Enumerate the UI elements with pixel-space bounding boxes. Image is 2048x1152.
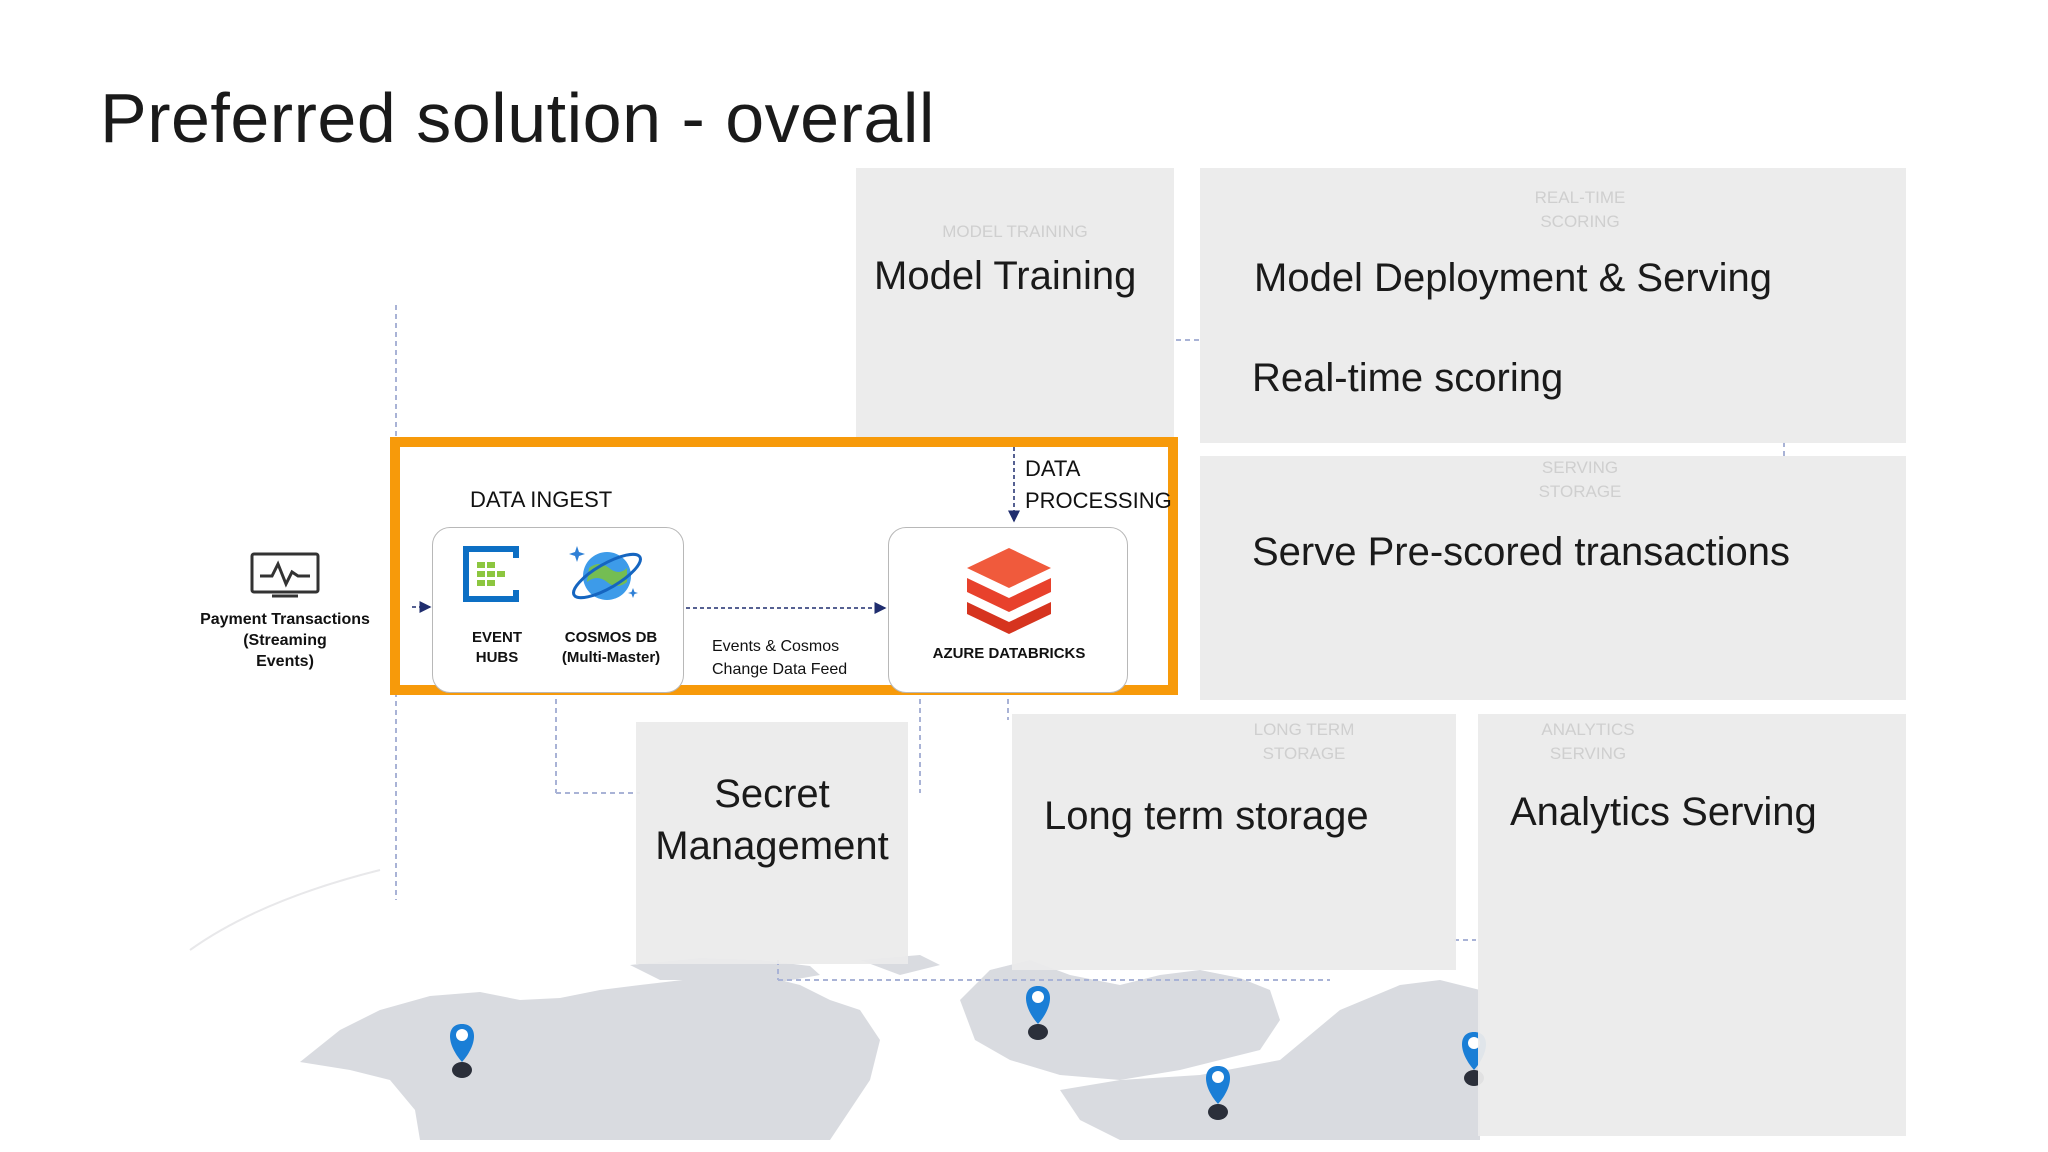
panel-label-realtime-scoring: Real-time scoring [1252, 356, 1564, 400]
panel-label-serve-prescored: Serve Pre-scored transactions [1252, 530, 1791, 574]
activity-monitor-icon [250, 552, 320, 598]
panel-label-line: Secret [714, 772, 830, 816]
ghost-line: STORAGE [1538, 481, 1622, 501]
flow-description-line: Events & Cosmos [712, 638, 840, 655]
ghost-line: SERVING [1541, 458, 1619, 477]
panel-label-model-training: Model Training [874, 254, 1137, 298]
flow-description-line: Change Data Feed [712, 661, 848, 679]
cosmos-db-icon [569, 546, 642, 600]
panel-label-analytics-serving: Analytics Serving [1510, 790, 1817, 834]
panel-long-term-storage: LONG TERM STORAGE Long term storage [1012, 714, 1456, 970]
ghost-line: SERVING [1549, 743, 1627, 763]
source-label-line: (Streaming [243, 631, 327, 649]
ghost-line: LONG TERM [1253, 720, 1355, 739]
flow-description: Events & Cosmos Change Data Feed [712, 635, 847, 681]
map-curve [189, 869, 381, 951]
map-landmass-americas [300, 975, 880, 1140]
panel-serve-prescored: SERVING STORAGE Serve Pre-scored transac… [1200, 456, 1906, 700]
source-label: Payment Transactions (Streaming Events) [195, 610, 375, 672]
highlighted-ingest-processing-area: DATA INGEST DATA PROCESSING EVENT HUBS [390, 437, 1178, 695]
event-hubs-line: EVENT [471, 629, 522, 646]
cosmos-db-line: (Multi-Master) [561, 649, 661, 667]
event-hubs-icon [463, 546, 519, 602]
event-hubs-name: EVENT HUBS [443, 628, 551, 669]
panel-label-long-term-storage: Long term storage [1044, 794, 1369, 838]
panel-model-deployment: REAL-TIME SCORING Model Deployment & Ser… [1200, 168, 1906, 443]
ghost-line: SCORING [1540, 211, 1620, 231]
source-label-line: Events) [256, 652, 314, 670]
location-pin-icon [1026, 986, 1050, 1040]
data-processing-line: PROCESSING [1025, 487, 1172, 513]
databricks-name: AZURE DATABRICKS [932, 645, 1086, 662]
location-pin-icon [1206, 1066, 1230, 1120]
databricks-icon [967, 548, 1051, 634]
ghost-label: LONG TERM STORAGE [1244, 718, 1364, 766]
panel-secret-management: Secret Management [636, 722, 908, 964]
data-processing-service-box: AZURE DATABRICKS [888, 527, 1128, 693]
panel-model-training: MODEL TRAINING Model Training [856, 168, 1174, 438]
internal-flow-arrows [412, 447, 1020, 614]
ghost-label: REAL-TIME SCORING [1520, 186, 1640, 234]
ghost-label: SERVING STORAGE [1520, 456, 1640, 504]
data-processing-line: DATA [1025, 456, 1081, 481]
map-landmass-asia [1060, 980, 1480, 1140]
panel-label-line: Management [655, 824, 889, 868]
panel-analytics-serving: ANALYTICS SERVING Analytics Serving [1478, 714, 1906, 1136]
panel-label-model-deployment: Model Deployment & Serving [1254, 256, 1773, 300]
source-label-line: Payment Transactions [200, 611, 370, 628]
cosmos-db-name: COSMOS DB (Multi-Master) [549, 628, 673, 669]
panel-label-secret-management: Secret Management [636, 768, 908, 872]
cosmos-db-line: COSMOS DB [564, 629, 658, 646]
ghost-label: MODEL TRAINING [942, 222, 1088, 241]
location-pin-icon [450, 1024, 474, 1078]
event-hubs-line: HUBS [475, 649, 519, 667]
data-ingest-services-box: EVENT HUBS COSMOS DB (Multi-Master) [432, 527, 684, 693]
ghost-label: ANALYTICS SERVING [1528, 718, 1648, 766]
data-processing-label: DATA PROCESSING [1025, 453, 1172, 517]
data-ingest-label: DATA INGEST [470, 487, 613, 512]
ghost-line: REAL-TIME [1534, 188, 1626, 207]
slide-title: Preferred solution - overall [100, 79, 935, 157]
ghost-line: STORAGE [1262, 743, 1346, 763]
ghost-line: ANALYTICS [1541, 720, 1635, 739]
map-landmass-northwest [630, 958, 820, 982]
